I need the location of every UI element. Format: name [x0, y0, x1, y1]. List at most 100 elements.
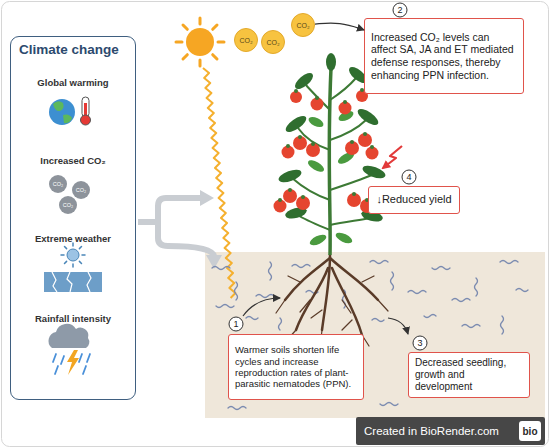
nematodes [462, 325, 480, 328]
extreme-weather-icon [67, 249, 79, 261]
co2-text: CO₂ [239, 37, 252, 44]
tomato-plant [343, 100, 347, 104]
bubble-outline [262, 31, 285, 54]
tomato-plant [277, 167, 303, 185]
watermark-text: Created in BioRender.com [364, 417, 514, 445]
callout-arrow [243, 298, 408, 334]
callout-number: 3 [413, 336, 427, 350]
tomato-plant [307, 115, 325, 129]
co2-icon [72, 181, 90, 199]
tomato-plant [355, 106, 380, 128]
panel-text: Rainfall intensity [11, 313, 135, 324]
tomato-plant [334, 231, 354, 246]
sun-symbol [213, 55, 217, 59]
callout-box: Increased CO₂ levels can affect SA, JA a… [364, 18, 524, 94]
extreme-weather-icon [79, 261, 81, 263]
tomato-plant [352, 192, 356, 196]
bubble-outline [235, 29, 258, 52]
tomato-plant [350, 140, 354, 144]
tomato-plant [329, 68, 331, 255]
extreme-weather-icon [52, 272, 91, 292]
callout-number-circle [229, 317, 243, 331]
climate-change-panel: Climate changeGlobal warmingIncreased CO… [10, 36, 136, 400]
tomato-plant [274, 90, 379, 213]
nematodes [500, 261, 518, 264]
rainfall-icon [48, 324, 90, 375]
tomato-plant [292, 78, 372, 230]
callout-box: ↓Reduced yield [368, 186, 460, 214]
callout-arrow [243, 298, 280, 316]
callout-text: ↓Reduced yield [375, 193, 453, 206]
tomato-plant [306, 85, 330, 110]
watermark [519, 421, 541, 441]
nematodes [424, 315, 436, 318]
connector-arrow [315, 23, 364, 30]
bracket-arrow [138, 198, 201, 224]
roots [342, 300, 351, 313]
nematodes [501, 316, 504, 334]
yield-loss-bolt [383, 146, 402, 168]
tomato-plant [292, 178, 330, 200]
bracket-arrow [200, 190, 214, 206]
nematodes [256, 295, 274, 298]
nematodes [292, 265, 310, 268]
tomato-plant [294, 89, 298, 93]
nematodes [372, 319, 384, 322]
callout-number: 1 [229, 317, 243, 331]
tomato-plant [293, 136, 307, 150]
tomato-plant [308, 233, 328, 248]
panel-text: Global warming [11, 77, 135, 88]
watermark-logo: bio [519, 421, 541, 441]
global-warming-icon [81, 115, 91, 125]
bubble-outline [292, 14, 315, 37]
tomato-plant [298, 135, 302, 139]
sun-symbol [186, 28, 214, 56]
tomato-plant [347, 193, 361, 207]
callout-number-circle [402, 170, 416, 184]
sun-symbol [199, 18, 202, 24]
co2-icon-text: CO₂ [72, 181, 90, 199]
sun-symbol [176, 18, 224, 66]
callout-number: 2 [393, 3, 407, 17]
tomato-plant [283, 113, 308, 135]
extreme-weather-icon [61, 243, 85, 267]
callout-box: Decreased seedling, growth and developme… [408, 352, 530, 398]
co2-icon [49, 175, 67, 193]
roots [285, 255, 378, 335]
co2-icon [59, 196, 77, 214]
callout-number-circle [413, 336, 427, 350]
co2-bubble: CO₂ [291, 13, 315, 37]
callout-text: Increased CO₂ levels can affect SA, JA a… [371, 31, 517, 81]
tomato-plant [298, 215, 330, 230]
roots [332, 268, 362, 335]
tomato-plant [370, 145, 374, 149]
roots [311, 310, 322, 318]
extreme-weather-icon [61, 254, 64, 256]
tomato-plant [296, 196, 310, 210]
tomato-plant [288, 188, 292, 192]
panel-text: Extreme weather [11, 233, 135, 244]
sun-symbol [183, 25, 187, 29]
tomato-plant [330, 218, 370, 225]
nematodes [432, 267, 450, 270]
tomato-plant [315, 96, 319, 100]
watermark [356, 417, 545, 445]
nematodes [228, 407, 246, 410]
nematodes [380, 403, 398, 406]
nematodes [516, 289, 528, 292]
extreme-weather-icon [65, 261, 67, 263]
co2-bubble: CO₂ [261, 30, 285, 54]
tomato-plant [301, 195, 305, 199]
callout-text: Warmer soils shorten life cycles and inc… [235, 344, 357, 390]
sun-symbol [218, 41, 224, 44]
extreme-weather-icon [82, 254, 85, 256]
nematodes [269, 262, 272, 280]
co2-bubble: CO₂ [234, 28, 258, 52]
tomato-plant [306, 109, 356, 247]
extreme-weather-icon [65, 247, 67, 249]
extreme-weather-icon [44, 243, 102, 292]
nematodes [370, 261, 388, 264]
global-warming-icon [53, 101, 64, 111]
roots [378, 300, 388, 311]
